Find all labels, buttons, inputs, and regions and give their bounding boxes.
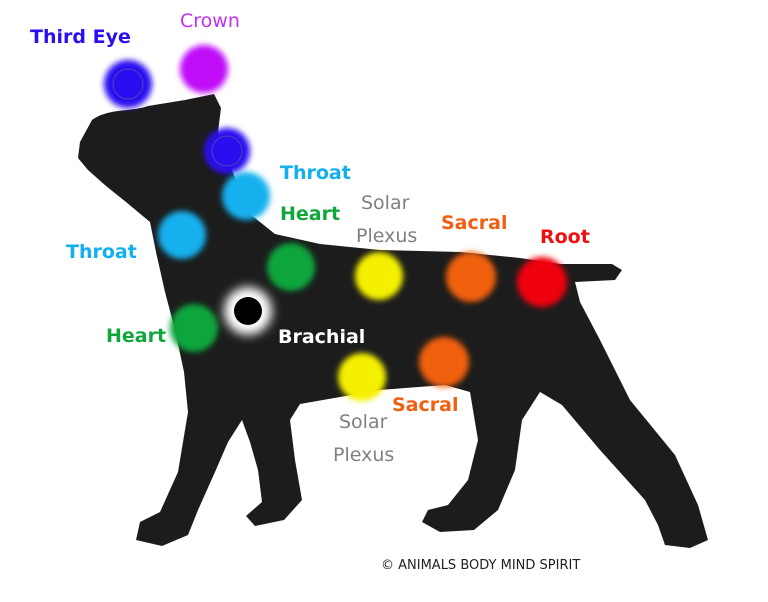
label-brachial: Brachial (278, 326, 366, 348)
copyright-notice: © ANIMALS BODY MIND SPIRIT (381, 558, 581, 573)
label-heart-upper: Heart (280, 203, 341, 225)
sacral-chakra-lower (419, 337, 469, 387)
label-heart-lower: Heart (106, 325, 167, 347)
heart-chakra-lower (170, 304, 218, 352)
third-eye-chakra (104, 60, 152, 108)
label-third-eye: Third Eye (30, 26, 131, 48)
solar-plexus-chakra-lower (338, 353, 386, 401)
solar-plexus-chakra-upper (355, 252, 403, 300)
label-solar-upper: Solar (361, 192, 410, 214)
root-chakra (517, 257, 567, 307)
third-eye-ring (112, 68, 144, 100)
third-eye-ring-2 (211, 135, 243, 167)
label-throat-upper: Throat (280, 162, 351, 184)
brachial-chakra (234, 297, 262, 325)
third-eye-chakra-2 (204, 128, 250, 174)
throat-chakra-lower (158, 211, 206, 259)
sacral-chakra-upper (446, 252, 496, 302)
throat-chakra-upper (222, 172, 270, 220)
label-sacral-upper: Sacral (441, 212, 508, 234)
label-throat-lower: Throat (66, 241, 137, 263)
label-solar-lower: Solar (339, 411, 388, 433)
chakra-points (104, 45, 567, 401)
label-plexus-lower: Plexus (333, 444, 395, 466)
heart-chakra-upper (267, 243, 315, 291)
label-root: Root (540, 226, 590, 248)
label-sacral-lower: Sacral (392, 394, 459, 416)
crown-chakra (180, 45, 228, 93)
label-plexus-upper: Plexus (356, 225, 418, 247)
label-crown: Crown (180, 10, 240, 32)
